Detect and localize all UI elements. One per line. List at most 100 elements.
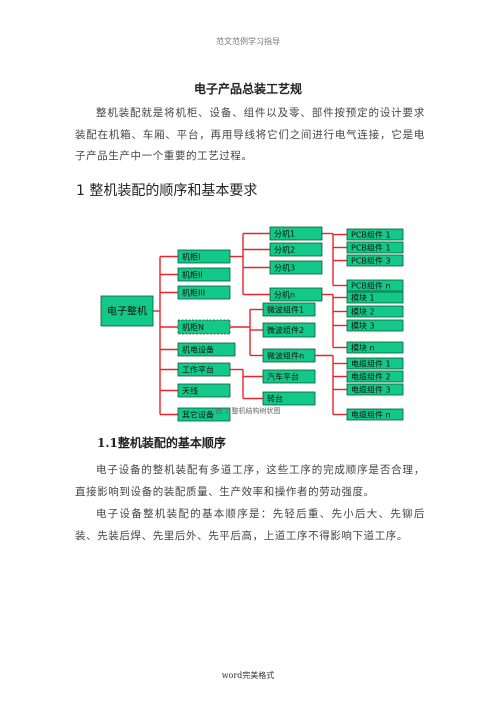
node-cbl3-box <box>346 383 404 396</box>
node-mw1: 微波组件1 <box>262 302 316 317</box>
node-pcb2-box <box>346 241 404 254</box>
node-cblN-box <box>346 408 404 421</box>
node-mw1-box <box>262 302 316 317</box>
node-cbl1: 电缆组件 1 <box>346 357 404 370</box>
node-mech-label: 机电设备 <box>182 345 214 355</box>
page-footer: word完美格式 <box>221 671 275 680</box>
node-cab3-label: 机柜III <box>182 288 205 298</box>
node-root-label: 电子整机 <box>107 305 147 318</box>
node-pcbN-box <box>346 279 404 292</box>
node-pcbN-label: PCB组件 n <box>351 281 391 291</box>
node-cab2: 机柜II <box>177 267 231 282</box>
node-modN: 模块 n <box>346 341 404 354</box>
node-sub2: 分机2 <box>269 242 323 257</box>
node-mod1: 模块 1 <box>346 291 404 304</box>
node-cab2-label: 机柜II <box>182 270 203 280</box>
node-sub3: 分机3 <box>269 260 323 275</box>
node-cbl1-box <box>346 357 404 370</box>
node-mw2-label: 微波组件2 <box>267 325 304 335</box>
node-mod1-box <box>346 291 404 304</box>
node-cblN: 电缆组件 n <box>346 408 404 421</box>
node-cbl2-box <box>346 370 404 383</box>
node-pcb3-box <box>346 254 404 267</box>
node-cab1: 机柜I <box>177 249 231 264</box>
node-mod1-label: 模块 1 <box>351 293 375 303</box>
node-cab1-box <box>177 249 231 264</box>
node-pcb3: PCB组件 3 <box>346 254 404 267</box>
node-mod3-box <box>346 319 404 332</box>
node-mod2-label: 模块 2 <box>351 307 375 317</box>
node-sub1-label: 分机1 <box>274 229 295 239</box>
node-mod2-box <box>346 305 404 318</box>
intro-paragraph: 整机装配就是将机柜、设备、组件以及零、部件按预定的设计要求装配在机箱、车厢、平台… <box>75 107 425 162</box>
node-subN: 分机n <box>269 287 323 302</box>
assembly-paragraph-1: 电子设备的整机装配有多道工序，这些工序的完成顺序是否合理，直接影响到设备的装配质… <box>75 464 425 498</box>
node-mech: 机电设备 <box>177 342 236 357</box>
node-mod3-label: 模块 3 <box>351 321 375 331</box>
node-root-box <box>100 295 154 327</box>
node-subN-label: 分机n <box>274 290 295 300</box>
node-turn-label: 转台 <box>267 394 283 404</box>
node-sub1: 分机1 <box>269 226 323 241</box>
node-modN-box <box>346 341 404 354</box>
node-other-label: 其它设备 <box>182 410 214 420</box>
node-pcb1: PCB组件 1 <box>346 228 404 241</box>
node-plat-box <box>177 362 231 377</box>
node-cbl1-label: 电缆组件 1 <box>351 359 391 369</box>
node-pcbN: PCB组件 n <box>346 279 404 292</box>
node-mwN: 微波组件n <box>262 348 316 363</box>
node-cab3: 机柜III <box>177 285 231 300</box>
node-turn: 转台 <box>262 391 316 406</box>
node-sub3-box <box>269 260 323 275</box>
node-sub3-label: 分机3 <box>274 263 295 273</box>
node-car-label: 汽车平台 <box>267 372 299 382</box>
node-cbl3-label: 电缆组件 3 <box>351 385 391 395</box>
node-mw1-label: 微波组件1 <box>267 305 304 315</box>
document-title: 电子产品总装工艺规 <box>193 82 302 96</box>
node-ant-label: 天线 <box>182 386 198 396</box>
node-pcb3-label: PCB组件 3 <box>351 256 391 266</box>
node-other: 其它设备 <box>177 407 231 422</box>
node-plat-label: 工作平台 <box>182 365 214 375</box>
node-pcb1-label: PCB组件 1 <box>351 230 391 240</box>
node-cblN-label: 电缆组件 n <box>351 410 391 420</box>
node-pcb1-box <box>346 228 404 241</box>
diagram-edges <box>153 232 347 416</box>
assembly-paragraph-2: 电子设备整机装配的基本顺序是：先轻后重、先小后大、先铆后装、先装后焊、先里后外、… <box>75 508 425 542</box>
node-pcb2: PCB组件 1 <box>346 241 404 254</box>
node-car-box <box>262 369 316 384</box>
node-modN-label: 模块 n <box>351 343 375 353</box>
node-cab2-box <box>177 267 231 282</box>
figure-caption: 图 1 整机结构树状图 <box>215 407 281 415</box>
node-mod2: 模块 2 <box>346 305 404 318</box>
node-pcb2-label: PCB组件 1 <box>351 243 391 253</box>
node-sub2-box <box>269 242 323 257</box>
node-cbl3: 电缆组件 3 <box>346 383 404 396</box>
section-1-1-heading: 1.1整机装配的基本顺序 <box>97 436 226 450</box>
node-cab3-box <box>177 285 231 300</box>
node-plat: 工作平台 <box>177 362 231 377</box>
node-cbl2: 电缆组件 2 <box>346 370 404 383</box>
node-car: 汽车平台 <box>262 369 316 384</box>
node-cabN-box <box>177 319 231 335</box>
node-cabN-label: 机柜N <box>182 322 204 332</box>
node-mw2-box <box>262 322 316 338</box>
node-ant: 天线 <box>177 383 231 398</box>
node-turn-box <box>262 391 316 406</box>
node-mod3: 模块 3 <box>346 319 404 332</box>
node-mwN-label: 微波组件n <box>267 351 304 361</box>
node-cab1-label: 机柜I <box>182 252 200 262</box>
node-ant-box <box>177 383 231 398</box>
node-other-box <box>177 407 231 422</box>
node-sub1-box <box>269 226 323 241</box>
node-cabN: 机柜N <box>177 319 231 335</box>
node-mech-box <box>177 342 236 357</box>
section-1-heading: 1 整机装配的顺序和基本要求 <box>76 183 258 199</box>
node-sub2-label: 分机2 <box>274 245 295 255</box>
node-mw2: 微波组件2 <box>262 322 316 338</box>
node-mwN-box <box>262 348 316 363</box>
node-subN-box <box>269 287 323 302</box>
page-header: 范文范例学习指导 <box>216 37 280 46</box>
